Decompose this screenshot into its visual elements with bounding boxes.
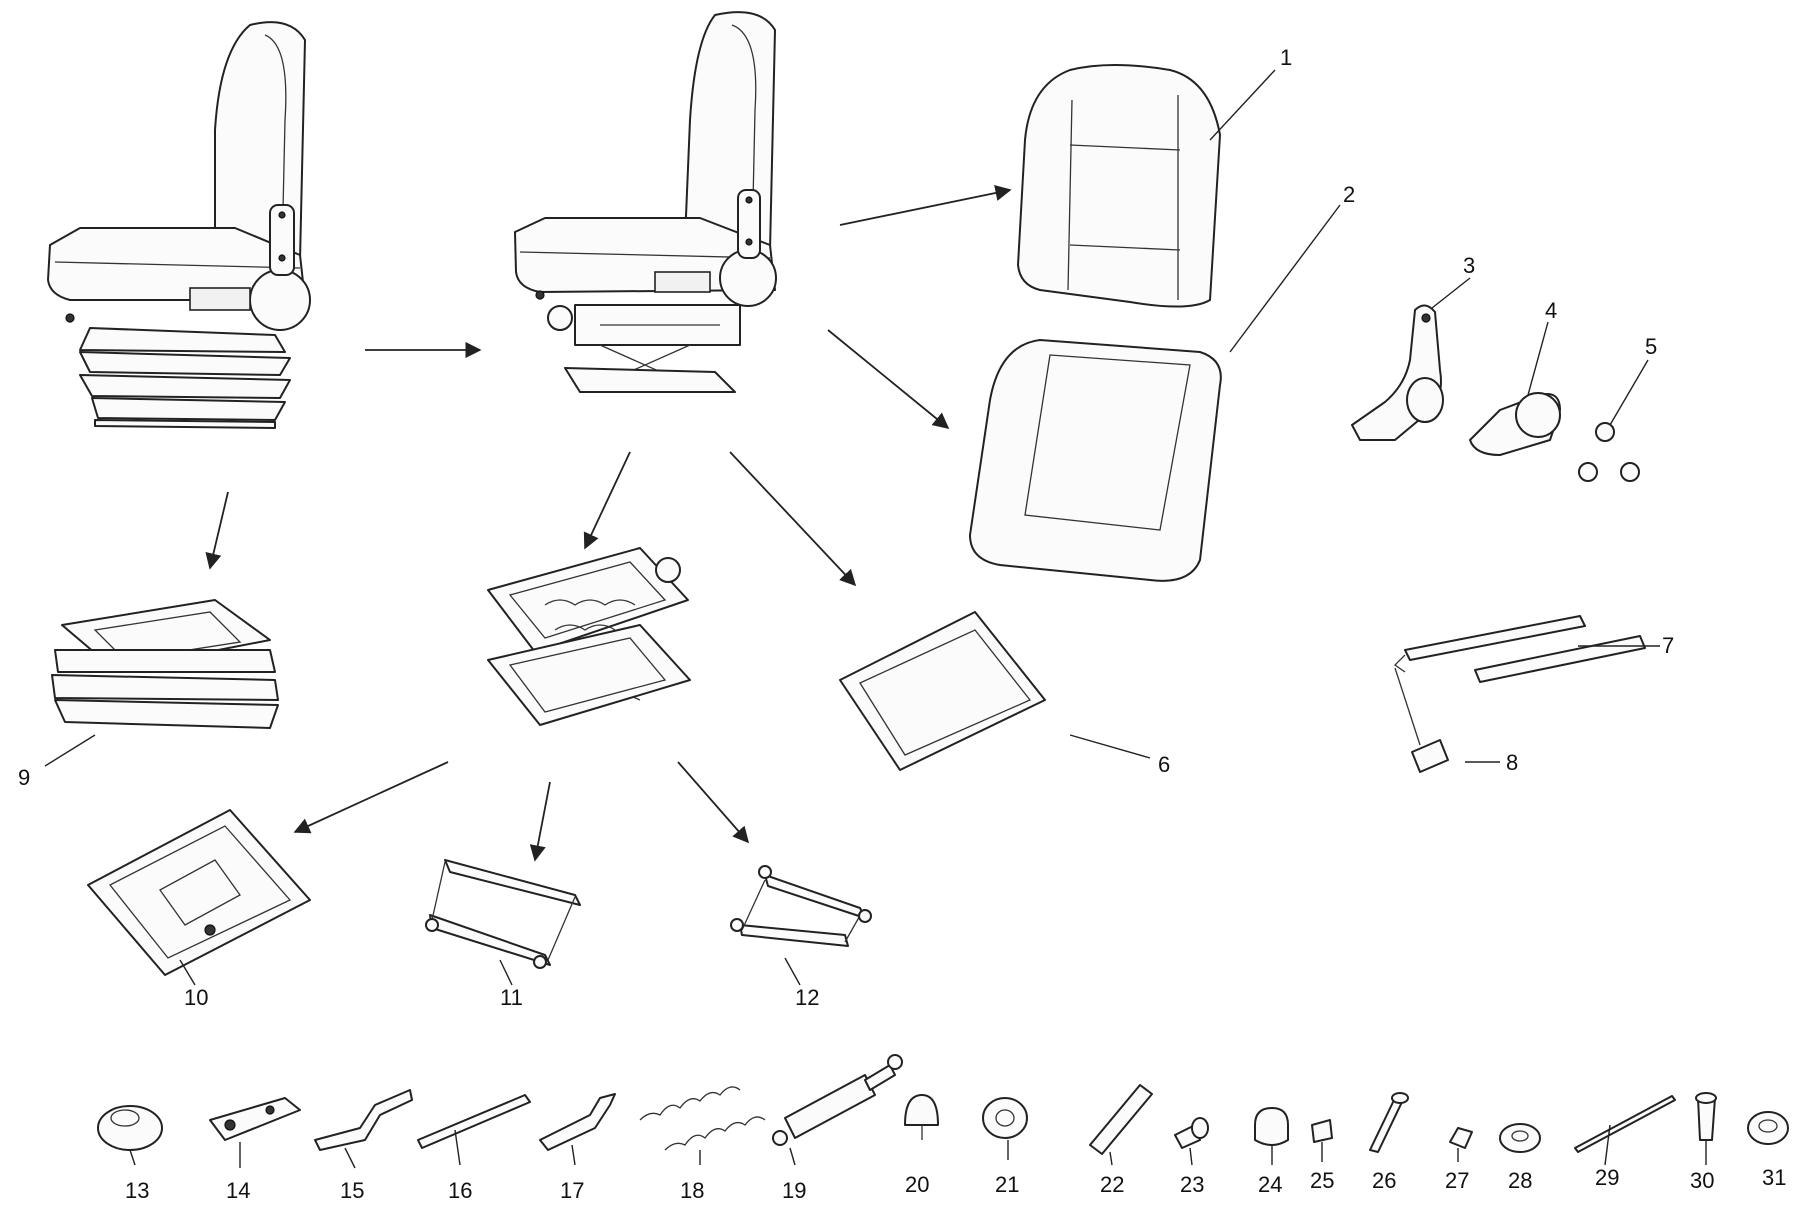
pin — [1174, 1117, 1209, 1149]
small-parts — [97, 1054, 1789, 1155]
callout-10: 10 — [184, 985, 208, 1010]
callout-13: 13 — [125, 1178, 149, 1203]
bellows-cover — [51, 599, 279, 729]
callout-23: 23 — [1180, 1172, 1204, 1197]
recliner-cover — [1469, 392, 1561, 456]
slide-rails — [1393, 615, 1646, 683]
callout-22: 22 — [1100, 1172, 1124, 1197]
callout-20: 20 — [905, 1172, 929, 1197]
lever — [539, 1093, 616, 1151]
clip — [1449, 1127, 1473, 1149]
callout-7: 7 — [1662, 633, 1674, 658]
bushing — [1254, 1107, 1289, 1146]
seat-assembly-with-suspension — [514, 11, 777, 393]
backrest-cushion — [1017, 64, 1221, 308]
leader-lines — [44, 69, 1707, 1169]
callout-8: 8 — [1506, 750, 1518, 775]
callout-5: 5 — [1645, 334, 1657, 359]
scissor-arm-b — [730, 865, 872, 947]
callout-17: 17 — [560, 1178, 584, 1203]
rod — [1574, 1095, 1676, 1153]
link-plate — [314, 1089, 413, 1151]
callout-30: 30 — [1690, 1168, 1714, 1193]
stud — [1695, 1092, 1717, 1141]
callout-21: 21 — [995, 1172, 1019, 1197]
suspension-mechanism — [487, 547, 691, 726]
rubber-stop — [904, 1094, 939, 1140]
callout-4: 4 — [1545, 298, 1557, 323]
callout-25: 25 — [1310, 1168, 1334, 1193]
seat-pan-frame — [839, 611, 1046, 771]
screws — [1578, 422, 1640, 482]
callout-28: 28 — [1508, 1168, 1532, 1193]
callout-27: 27 — [1445, 1168, 1469, 1193]
callout-14: 14 — [226, 1178, 250, 1203]
recliner-mechanism — [1351, 304, 1444, 441]
callout-18: 18 — [680, 1178, 704, 1203]
callout-6: 6 — [1158, 752, 1170, 777]
callout-1: 1 — [1280, 45, 1292, 70]
knob — [97, 1105, 163, 1151]
seat-assembly-with-bellows — [47, 21, 311, 429]
washer — [1499, 1123, 1541, 1153]
shaft — [417, 1094, 531, 1149]
tension-springs — [639, 1086, 766, 1151]
assembly-arrows — [205, 185, 1012, 862]
callout-29: 29 — [1595, 1165, 1619, 1190]
roller — [982, 1097, 1028, 1139]
rail-handle-grip — [1394, 667, 1449, 773]
callout-2: 2 — [1343, 182, 1355, 207]
scissor-arm-a — [425, 859, 581, 969]
callout-16: 16 — [448, 1178, 472, 1203]
callout-15: 15 — [340, 1178, 364, 1203]
callout-26: 26 — [1372, 1168, 1396, 1193]
grommet — [1747, 1111, 1789, 1145]
callout-31: 31 — [1762, 1165, 1786, 1190]
callout-24: 24 — [1258, 1172, 1282, 1197]
callout-9: 9 — [18, 765, 30, 790]
seat-cushion — [969, 339, 1222, 582]
base-frame — [87, 809, 311, 976]
callout-labels: 1 2 3 4 5 6 7 8 9 10 11 12 13 14 15 16 1… — [18, 45, 1786, 1203]
tube — [1089, 1084, 1153, 1155]
sleeve — [1311, 1119, 1333, 1143]
callout-19: 19 — [782, 1178, 806, 1203]
bolt — [1369, 1092, 1409, 1153]
callout-12: 12 — [795, 985, 819, 1010]
callout-11: 11 — [500, 985, 523, 1010]
bracket — [209, 1097, 301, 1141]
callout-3: 3 — [1463, 253, 1475, 278]
shock-absorber — [772, 1054, 903, 1146]
